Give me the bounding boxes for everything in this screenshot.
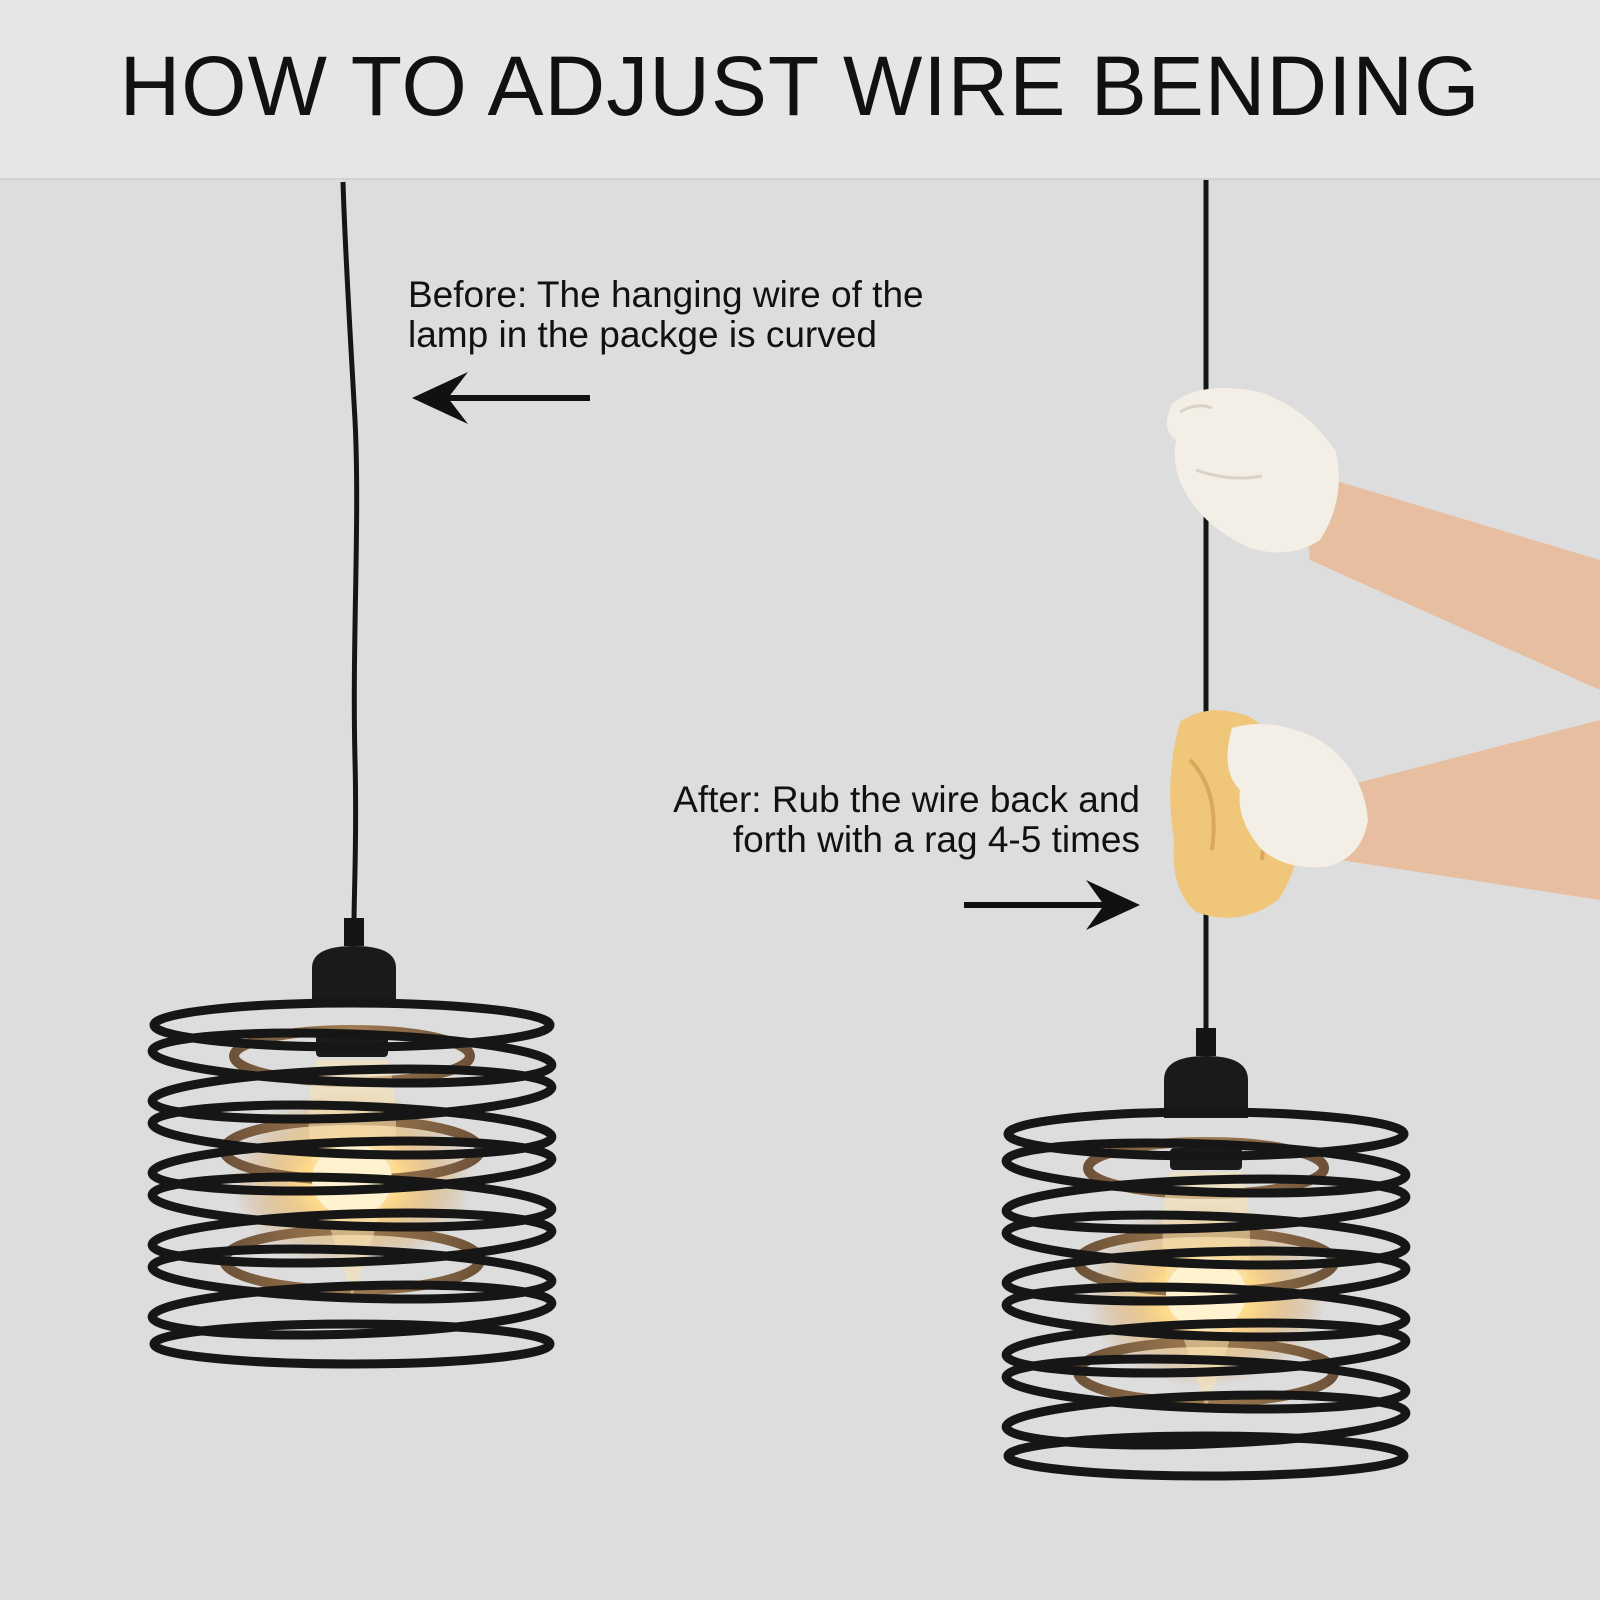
arrow-right-icon bbox=[964, 880, 1140, 930]
after-caption-line-1: After: Rub the wire back and bbox=[673, 779, 1140, 820]
title-bar: HOW TO ADJUST WIRE BENDING bbox=[0, 0, 1600, 180]
after-caption: After: Rub the wire back and forth with … bbox=[673, 780, 1140, 860]
before-caption: Before: The hanging wire of the lamp in … bbox=[408, 275, 924, 355]
lamp-before bbox=[147, 181, 557, 1369]
lamp-after bbox=[1001, 180, 1411, 1481]
after-caption-line-2: forth with a rag 4-5 times bbox=[732, 819, 1140, 860]
before-caption-line-1: Before: The hanging wire of the bbox=[408, 274, 924, 315]
socket-cap bbox=[312, 918, 396, 1006]
spiral-cage bbox=[1001, 1107, 1411, 1481]
curved-wire bbox=[340, 181, 360, 926]
before-caption-line-2: lamp in the packge is curved bbox=[408, 314, 877, 355]
upper-gloved-hand bbox=[1166, 388, 1600, 690]
page-title: HOW TO ADJUST WIRE BENDING bbox=[119, 39, 1481, 133]
arrow-left-icon bbox=[412, 372, 590, 424]
spiral-cage bbox=[147, 998, 557, 1369]
lower-hand-with-rag bbox=[1170, 710, 1600, 918]
socket-cap bbox=[1164, 1028, 1248, 1118]
